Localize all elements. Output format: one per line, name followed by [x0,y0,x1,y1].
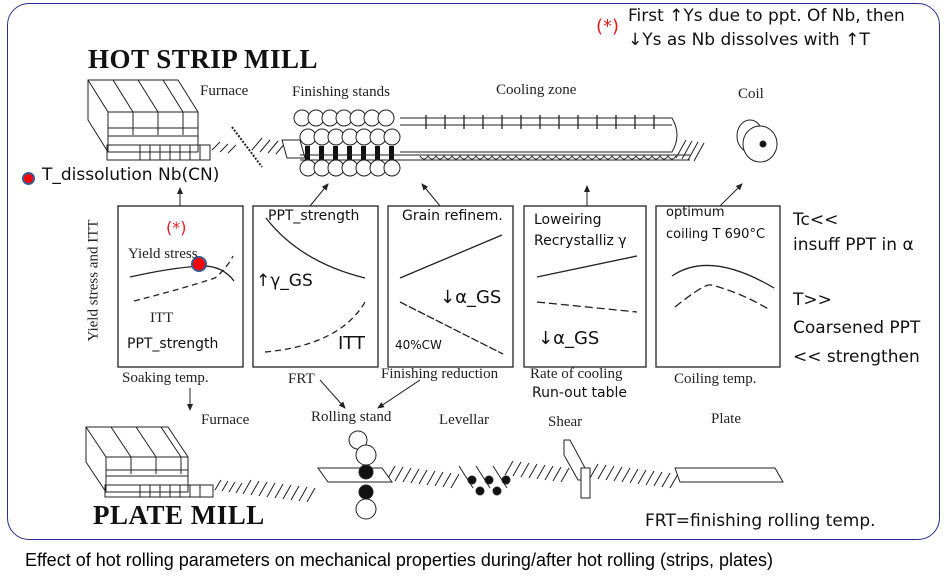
plate-label: Plate [711,411,741,427]
top-note-line-2: ↓Ys as Nb dissolves with ↑T [628,30,870,50]
itt-curve [133,255,234,302]
pm-furnace-drawing [85,426,214,498]
dissolution-marker-icon [22,172,35,185]
frt-definition: FRT=finishing rolling temp. [645,511,876,531]
soaking-temp-xlabel: Soaking temp. [122,370,209,386]
levellar-label: Levellar [439,412,489,428]
frt-ppt-strength-note: PPT_strength [268,208,360,224]
itt-curve-coiling [674,284,771,311]
coiling-temperature-note: coiling T 690°C [666,227,766,242]
frt-xlabel: FRT [288,371,315,387]
dissolution-marker-on-curve [191,256,207,272]
finishing-reduction-xlabel: Finishing reduction [381,366,499,382]
cold-work-note: 40%CW [395,338,442,352]
coil-label: Coil [738,86,764,102]
diagram-frame [7,3,940,540]
grain-refinement-note: Grain refinem. [402,208,503,224]
right-note-t-high: T>> [793,290,832,310]
right-note-insuff-ppt: insuff PPT in α [793,235,914,255]
hsm-rollers-drawing [211,126,287,168]
finishing-stands-drawing [281,109,401,177]
right-note-tc: Tc<< [793,210,839,230]
rate-of-cooling-xlabel: Rate of cooling [530,366,623,382]
soaking-panel-marker: (*) [166,218,187,237]
itt-line-finishing [399,301,504,355]
optimum-note: optimum [666,205,725,220]
cooling-zone-label: Cooling zone [496,82,577,98]
coil-drawing [736,119,778,163]
right-note-strengthen: << strengthen [793,347,920,367]
itt-line-cooling [536,301,638,313]
hot-strip-mill-title: HOT STRIP MILL [88,44,319,74]
hsm-furnace-drawing [87,79,211,161]
frt-gamma-gs-note: ↑γ_GS [256,271,313,291]
yield-curve-coiling [671,264,775,289]
finishing-stands-label: Finishing stands [292,84,390,100]
panel-curves [129,217,775,355]
yield-line-cooling [536,255,638,278]
grain-refinement-line [399,234,503,279]
plate-drawing [674,467,784,483]
top-note-line-1: First ↑Ys due to ppt. Of Nb, then [628,6,905,26]
itt-label: ITT [150,310,174,326]
finishing-alpha-gs-note: ↓α_GS [440,287,502,308]
figure-caption: Effect of hot rolling parameters on mech… [25,550,774,570]
ppt-strength-curve [265,217,366,279]
plate-mill-title: PLATE MILL [93,500,265,530]
yield-stress-label: Yield stress [128,246,198,262]
y-axis-label: Yield stress and ITT [85,219,102,342]
recrystalliz-note: Recrystalliz γ [534,233,627,249]
pm-roller-line [214,460,679,503]
levellar-drawing [458,465,511,496]
panel-frames [117,205,781,368]
shear-drawing [563,439,591,499]
right-note-coarsened: Coarsened PPT [793,318,921,338]
shear-label: Shear [548,414,583,430]
dissolution-label: T_dissolution Nb(CN) [42,165,220,185]
rolling-stand-drawing [317,430,393,520]
itt-curve-frt [264,301,366,353]
soaking-ppt-strength-note: PPT_strength [127,336,219,352]
lowering-note: Loweiring [534,212,602,228]
top-note-marker: (*) [596,16,620,37]
cooling-zone-drawing [300,115,705,162]
cooling-alpha-gs-note: ↓α_GS [538,328,600,349]
yield-stress-curve [129,265,235,282]
frt-itt-note: ITT [338,333,365,354]
connector-arrows [177,183,743,411]
coiling-temp-xlabel: Coiling temp. [674,371,757,387]
rolling-stand-label: Rolling stand [311,409,392,425]
run-out-table-xlabel: Run-out table [532,385,627,401]
pm-furnace-label: Furnace [201,412,250,428]
hsm-furnace-label: Furnace [200,83,249,99]
